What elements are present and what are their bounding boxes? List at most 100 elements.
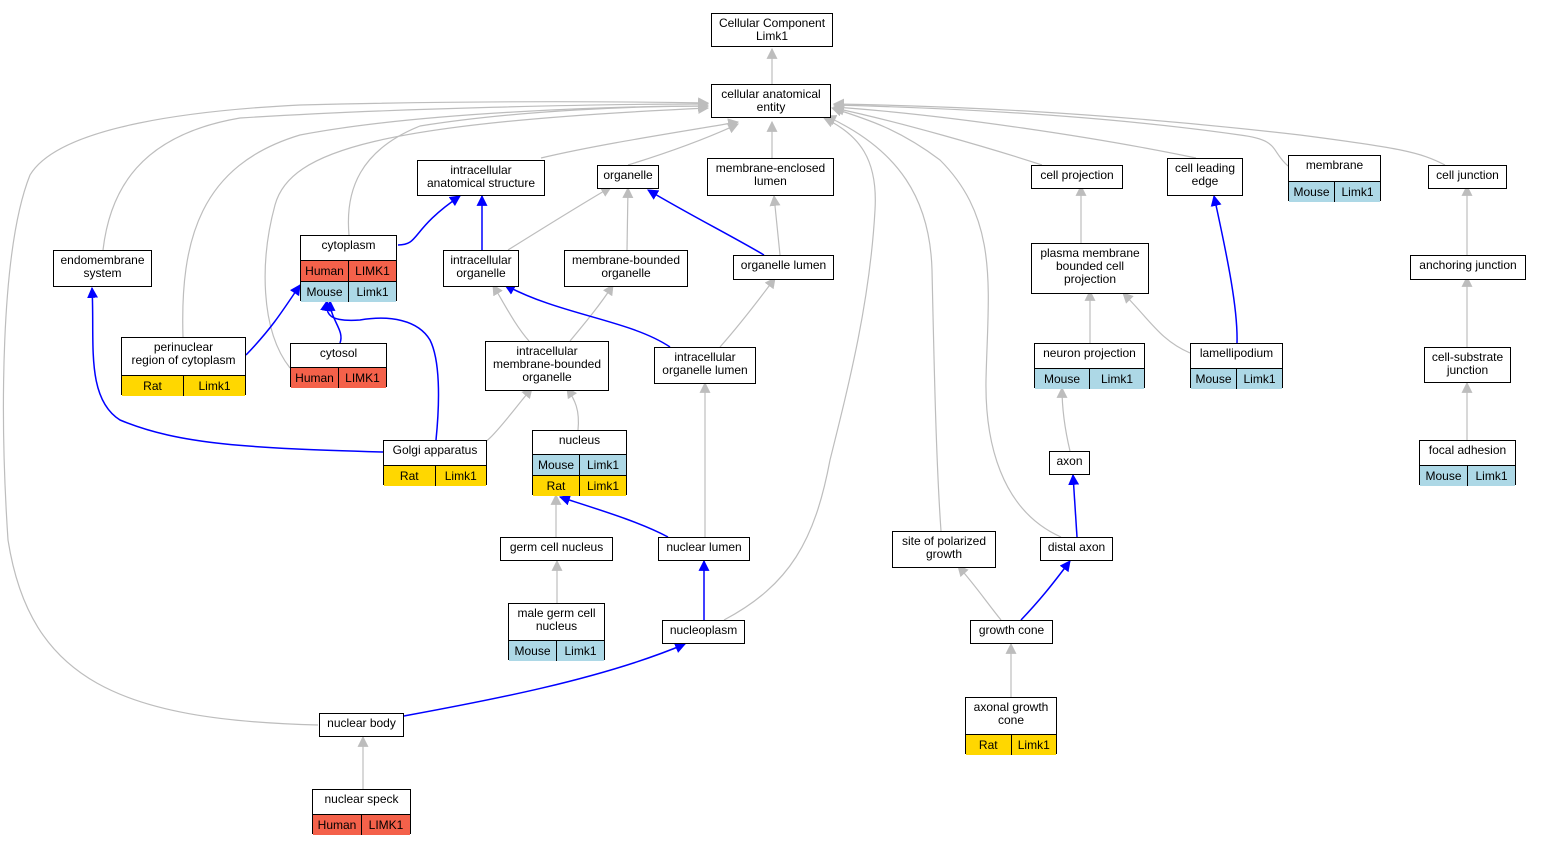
go-term-label: neuron projection: [1043, 346, 1136, 360]
go-term-node-organelle[interactable]: organelle: [597, 165, 659, 189]
gene-symbol: Limk1: [183, 376, 245, 396]
species-name: Mouse: [1425, 469, 1462, 483]
species-annotation-row: Rat Limk1: [966, 734, 1056, 755]
go-term-node-nuclumen[interactable]: nuclear lumen: [658, 537, 750, 561]
part-of-edge: [1020, 560, 1071, 621]
go-term-node-pmbcp[interactable]: plasma membrane bounded cell projection: [1031, 243, 1149, 294]
part-of-edge: [403, 642, 687, 717]
go-term-node-anchjunc[interactable]: anchoring junction: [1410, 255, 1526, 280]
go-term-node-spg[interactable]: site of polarized growth: [892, 531, 996, 568]
is-a-edge: [719, 277, 776, 348]
part-of-edge: [324, 299, 342, 344]
is-a-edge: [540, 118, 740, 159]
go-term-label: germ cell nucleus: [509, 540, 604, 554]
species-name: Rat: [546, 479, 566, 493]
species-annotation-row: Mouse Limk1: [1289, 181, 1380, 202]
go-term-node-nucleoplasm[interactable]: nucleoplasm: [662, 620, 745, 644]
is-a-edge: [830, 105, 1062, 538]
species-name: Human: [305, 264, 344, 278]
go-term-node-cae[interactable]: cellular anatomical entity: [711, 84, 831, 118]
go-term-label: organelle lumen: [740, 258, 827, 272]
go-term-node-imbo[interactable]: intracellular membrane-bounded organelle: [485, 341, 609, 391]
part-of-edge: [1210, 194, 1238, 344]
go-term-node-cellproj[interactable]: cell projection: [1031, 165, 1123, 189]
go-term-node-mel[interactable]: membrane-enclosed lumen: [707, 158, 834, 196]
go-term-label: nucleoplasm: [669, 623, 738, 637]
go-term-node-endomem[interactable]: endomembrane system: [53, 250, 152, 287]
is-a-edge: [723, 117, 876, 621]
is-a-edge: [492, 284, 530, 342]
part-of-edge: [504, 284, 671, 348]
is-a-edge: [832, 102, 1197, 159]
go-term-label: Cellular Component Limk1: [718, 16, 826, 43]
is-a-edge: [832, 99, 1289, 167]
gene-symbol: Limk1: [348, 282, 396, 302]
go-term-node-root[interactable]: Cellular Component Limk1: [711, 13, 833, 47]
go-term-node-nucbody[interactable]: nuclear body: [319, 713, 404, 737]
go-term-label: cytosol: [319, 346, 358, 360]
go-term-node-iol[interactable]: intracellular organelle lumen: [654, 347, 756, 384]
go-term-label: membrane: [1305, 158, 1364, 172]
species-annotation-row: Mouse Limk1: [1420, 465, 1515, 486]
gene-symbol: Limk1: [434, 466, 487, 486]
go-term-node-distaxon[interactable]: distal axon: [1040, 537, 1113, 561]
go-term-node-gcn[interactable]: germ cell nucleus: [500, 537, 613, 561]
go-term-node-intorg[interactable]: intracellular organelle: [443, 250, 519, 287]
gene-symbol: Limk1: [1334, 182, 1380, 202]
go-term-label: nuclear speck: [324, 792, 399, 806]
gene-symbol: Limk1: [1467, 466, 1515, 486]
species-name: Mouse: [1043, 372, 1081, 386]
go-term-label: plasma membrane bounded cell projection: [1040, 246, 1140, 286]
go-term-label: perinuclear region of cytoplasm: [131, 340, 236, 367]
go-term-label: nuclear body: [327, 716, 396, 730]
part-of-edge: [320, 299, 440, 441]
go-term-label: cell-substrate junction: [1431, 350, 1504, 377]
species-annotation-row: Rat Limk1: [533, 475, 626, 496]
gene-symbol: Limk1: [1010, 735, 1057, 755]
go-term-node-ias[interactable]: intracellular anatomical structure: [417, 160, 545, 196]
go-term-label: focal adhesion: [1428, 443, 1507, 457]
go-term-label: intracellular organelle: [450, 253, 512, 280]
go-term-label: Golgi apparatus: [392, 443, 478, 457]
go-term-label: axonal growth cone: [973, 700, 1049, 727]
go-term-node-cle[interactable]: cell leading edge: [1167, 158, 1243, 196]
gene-symbol: Limk1: [579, 476, 626, 496]
go-term-node-orglumen[interactable]: organelle lumen: [733, 255, 834, 280]
part-of-edge: [1068, 473, 1080, 538]
go-term-label: site of polarized growth: [901, 534, 987, 561]
go-term-node-mbo[interactable]: membrane-bounded organelle: [564, 250, 688, 287]
gene-symbol: LIMK1: [338, 368, 386, 388]
go-term-label: growth cone: [978, 623, 1045, 637]
go-term-label: axon: [1056, 454, 1083, 468]
species-name: Mouse: [1293, 185, 1330, 199]
go-term-node-celljunc[interactable]: cell junction: [1428, 165, 1507, 189]
is-a-edge: [957, 565, 1002, 621]
part-of-edge: [558, 494, 669, 538]
go-term-node-csj[interactable]: cell-substrate junction: [1424, 347, 1511, 383]
part-of-edge: [87, 286, 384, 453]
species-name: Rat: [978, 738, 998, 752]
part-of-edge: [245, 284, 301, 356]
gene-symbol: Limk1: [1089, 369, 1144, 389]
is-a-edge: [1056, 386, 1071, 452]
is-a-edge: [569, 284, 614, 342]
go-term-node-axon[interactable]: axon: [1049, 451, 1090, 475]
go-term-node-growthcone[interactable]: growth cone: [970, 620, 1053, 644]
